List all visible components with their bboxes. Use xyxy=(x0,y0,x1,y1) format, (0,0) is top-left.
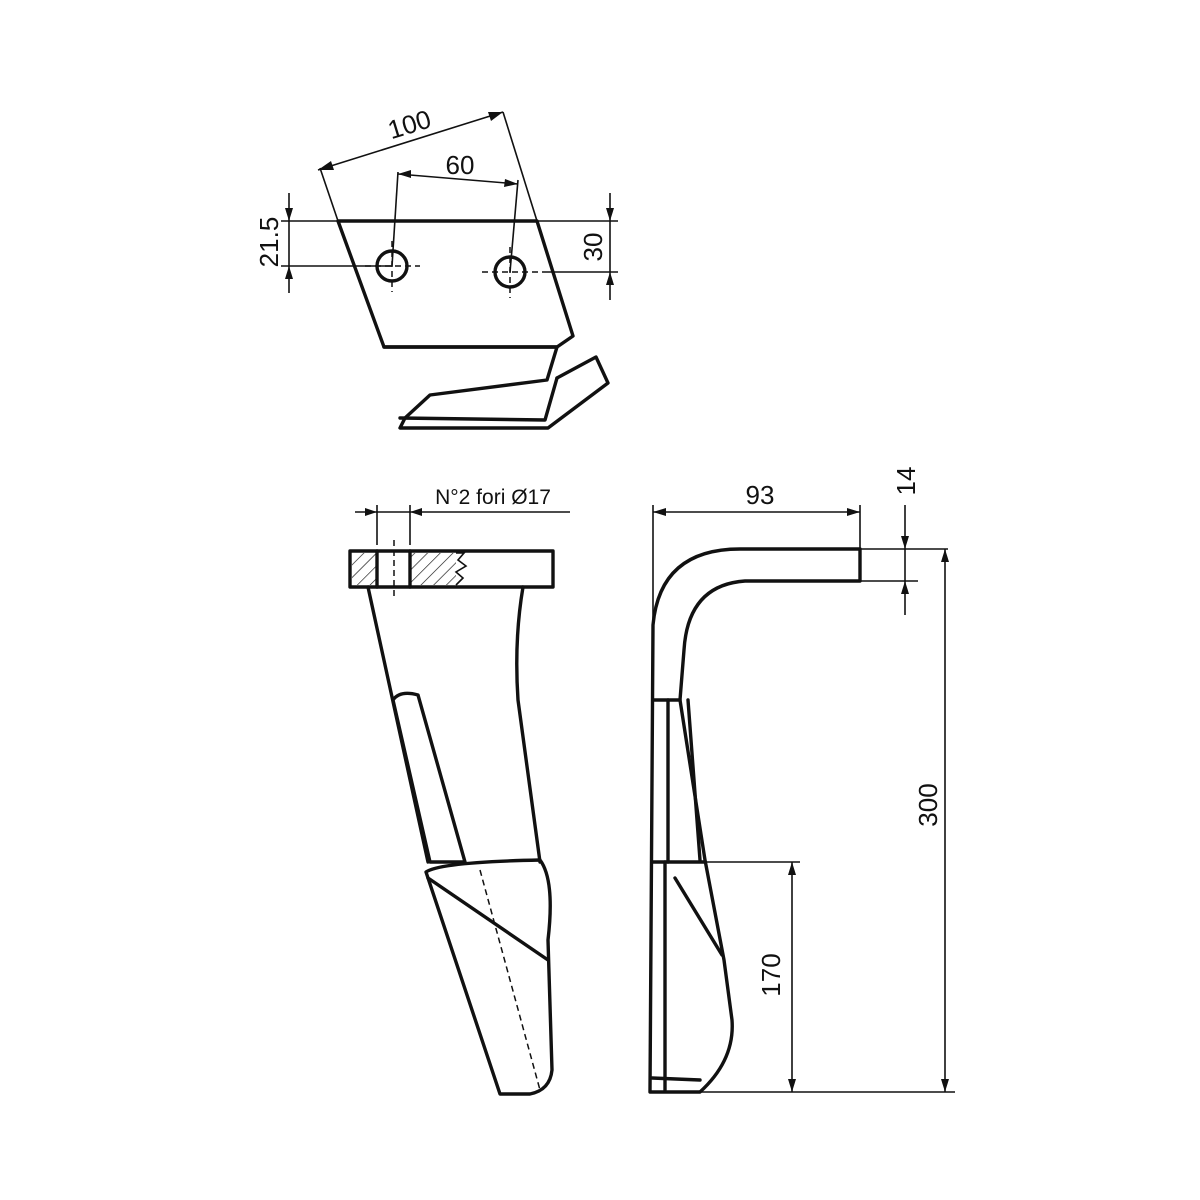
dimension-93: 93 xyxy=(652,480,861,625)
dimension-14: 14 xyxy=(860,467,948,615)
dim-60-label: 60 xyxy=(446,150,475,180)
dim-100-label: 100 xyxy=(384,104,434,145)
side-view: 93 14 300 170 xyxy=(648,467,955,1094)
holes-note-label: N°2 fori Ø17 xyxy=(435,486,551,509)
dimension-300: 300 xyxy=(650,549,955,1093)
top-view-blade xyxy=(382,345,610,430)
dimension-170: 170 xyxy=(705,861,800,1092)
holes-note: N°2 fori Ø17 xyxy=(355,486,570,545)
front-view: N°2 fori Ø17 xyxy=(348,486,570,1096)
top-view-outline xyxy=(336,219,575,349)
dim-30-label: 30 xyxy=(578,233,608,262)
dim-93-label: 93 xyxy=(746,480,775,510)
dim-300-label: 300 xyxy=(913,783,943,826)
dimension-30: 30 xyxy=(537,193,618,300)
side-profile xyxy=(648,547,862,1094)
section-hatch-right xyxy=(410,553,456,585)
top-view: 100 60 21.5 30 xyxy=(254,104,618,430)
dim-21-5-label: 21.5 xyxy=(254,217,284,268)
dimension-60: 60 xyxy=(391,150,519,273)
front-blade xyxy=(424,858,554,1096)
dimension-100: 100 xyxy=(317,104,538,222)
section-hatch-left xyxy=(352,553,377,585)
dim-14-label: 14 xyxy=(891,467,921,496)
dimension-21-5: 21.5 xyxy=(254,193,392,293)
dim-170-label: 170 xyxy=(756,953,786,996)
front-inner-ridge xyxy=(391,691,467,864)
front-flange xyxy=(348,549,555,589)
